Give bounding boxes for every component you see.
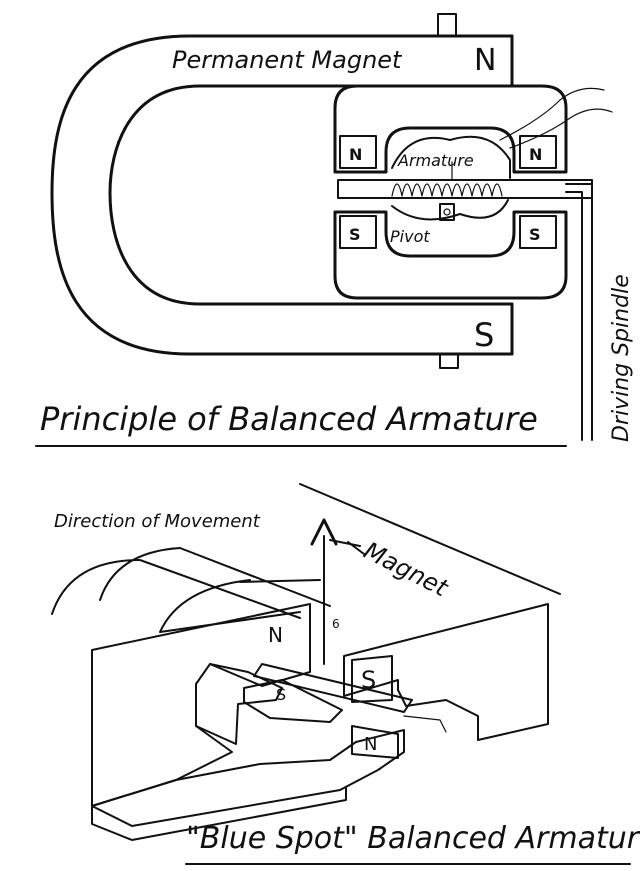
pole-n-lower-label: N <box>364 734 377 755</box>
balanced-armature-principle-figure: Permanent Magnet N S N N S S Armature Pi… <box>35 13 634 447</box>
inner-s-right-label: S <box>529 225 541 244</box>
blue-spot-armature-figure: Direction of Movement Magnet 6 N S S N "… <box>51 483 640 865</box>
inner-n-left-label: N <box>349 145 362 164</box>
pole-s-left-label: S <box>276 685 286 704</box>
lower-s-shoe <box>243 679 343 723</box>
bottom-plate <box>91 729 405 827</box>
direction-of-movement-label: Direction of Movement <box>54 511 261 532</box>
pole-n-upper-label: N <box>268 623 283 647</box>
driving-spindle-label: Driving Spindle <box>609 274 634 442</box>
armature-label: Armature <box>397 151 474 170</box>
top-screw <box>437 13 457 37</box>
magnet-body-lines <box>51 483 561 633</box>
bottom-screw <box>439 353 459 369</box>
horseshoe-magnet-inner <box>108 84 514 306</box>
pivot-label: Pivot <box>390 227 430 246</box>
driving-spindle <box>565 183 593 441</box>
pole-s-right-label: S <box>361 666 376 694</box>
upper-pole-piece <box>333 84 568 174</box>
figure1-caption: Principle of Balanced Armature <box>40 400 538 438</box>
horseshoe-magnet-outer <box>50 34 514 356</box>
figure2-caption: "Blue Spot" Balanced Armature <box>186 821 640 856</box>
pole-s-bottom-label: S <box>474 316 494 354</box>
pole-n-top-label: N <box>474 43 496 78</box>
right-pole-block <box>343 603 549 741</box>
inner-n-right-label: N <box>529 145 542 164</box>
armature-bar <box>337 179 593 199</box>
lower-n-piece <box>351 725 399 759</box>
armature-coil <box>391 183 503 197</box>
pivot <box>439 203 455 221</box>
small-mark-label: 6 <box>332 617 340 631</box>
lower-pole-piece <box>333 210 568 300</box>
direction-arrowhead <box>310 518 338 546</box>
lead-wires <box>499 87 613 149</box>
permanent-magnet-label: Permanent Magnet <box>172 46 403 74</box>
magnet-label: Magnet <box>359 536 453 603</box>
inner-s-left-label: S <box>349 225 361 244</box>
